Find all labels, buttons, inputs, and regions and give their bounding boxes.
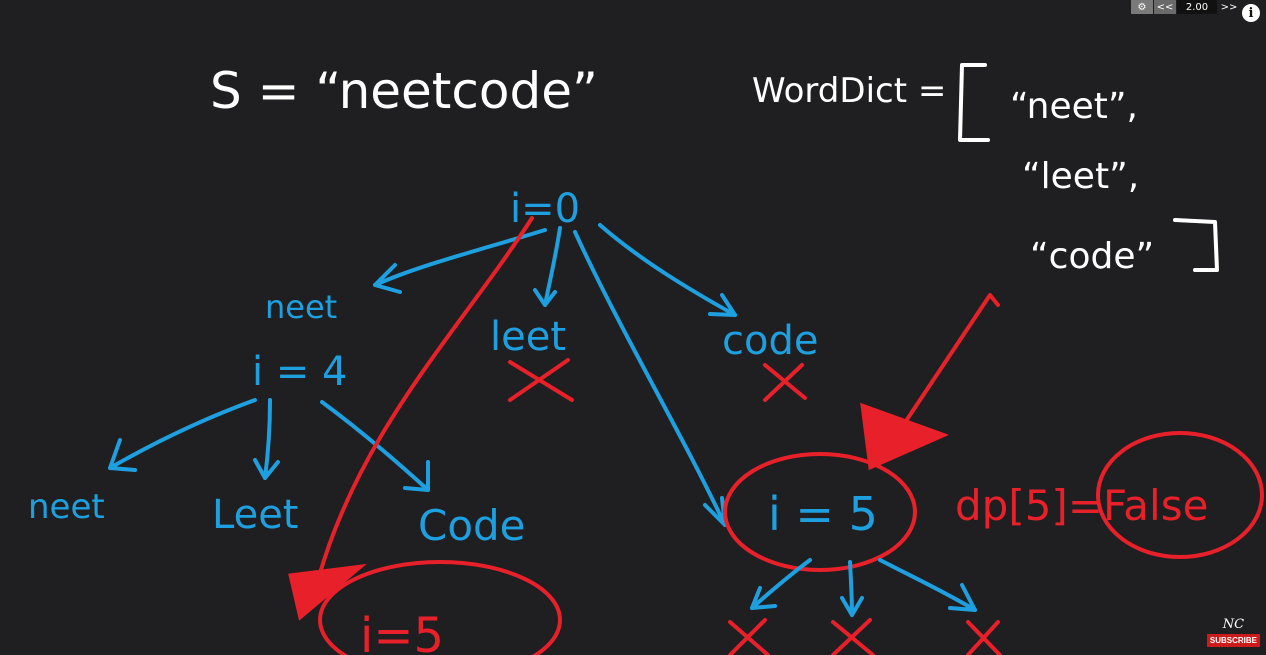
root-node: i=0 <box>510 186 580 232</box>
channel-branding: NC SUBSCRIBE <box>1206 617 1260 647</box>
red-arrow-root-to-i5-left <box>316 216 534 582</box>
arrow-i5-to-left <box>750 558 812 610</box>
bracket-open <box>958 63 990 142</box>
channel-logo: NC <box>1222 617 1245 632</box>
x-mark-bottom-2 <box>831 618 875 655</box>
branch-neet: neet <box>265 288 337 326</box>
playback-controls: ⚙ << 2.00 >> <box>1131 0 1240 14</box>
dict-word-neet: “neet”, <box>1010 86 1138 127</box>
subscribe-button[interactable]: SUBSCRIBE <box>1206 634 1260 647</box>
leaf-code: Code <box>418 501 526 550</box>
info-icon[interactable]: i <box>1242 4 1260 22</box>
leaf-neet: neet <box>28 487 105 527</box>
leaf-leet: Leet <box>212 492 298 538</box>
red-arrow-to-i5-right <box>898 293 1000 432</box>
worddict-label: WordDict = <box>752 71 946 111</box>
x-mark-leet <box>508 358 574 402</box>
arrow-root-to-leet <box>533 226 562 307</box>
branch-code: code <box>722 318 818 364</box>
node-i5-right: i = 5 <box>768 487 878 541</box>
x-mark-bottom-3 <box>966 620 1002 655</box>
arrow-i5-to-right <box>878 558 977 612</box>
gear-icon[interactable]: ⚙ <box>1131 0 1153 14</box>
speed-up-button[interactable]: >> <box>1220 1 1238 13</box>
circle-false <box>1096 431 1264 559</box>
arrow-root-to-neet <box>373 228 547 294</box>
string-definition: S = “neetcode” <box>210 62 598 120</box>
bracket-close <box>1173 218 1219 272</box>
arrow-i5-to-mid <box>840 560 864 617</box>
circle-i5-left <box>318 560 562 655</box>
arrow-i4-to-neet <box>108 398 257 472</box>
red-arrowhead-left <box>288 563 367 621</box>
playback-speed: 2.00 <box>1177 0 1217 14</box>
circle-i5-right <box>723 452 917 572</box>
slow-down-button[interactable]: << <box>1154 0 1176 14</box>
arrow-i4-to-leet <box>253 398 280 480</box>
branch-leet: leet <box>490 314 566 360</box>
dict-word-code: “code” <box>1030 236 1154 277</box>
x-mark-code <box>763 363 807 402</box>
node-i5-left: i=5 <box>360 608 444 655</box>
red-arrowhead-right <box>860 402 950 471</box>
dp-note: dp[5]=False <box>955 481 1208 530</box>
x-mark-bottom-1 <box>728 618 770 655</box>
arrow-root-to-code <box>598 223 737 317</box>
arrow-root-to-i5-right <box>573 230 727 527</box>
dict-word-leet: “leet”, <box>1022 156 1139 197</box>
node-i4: i = 4 <box>252 349 348 395</box>
